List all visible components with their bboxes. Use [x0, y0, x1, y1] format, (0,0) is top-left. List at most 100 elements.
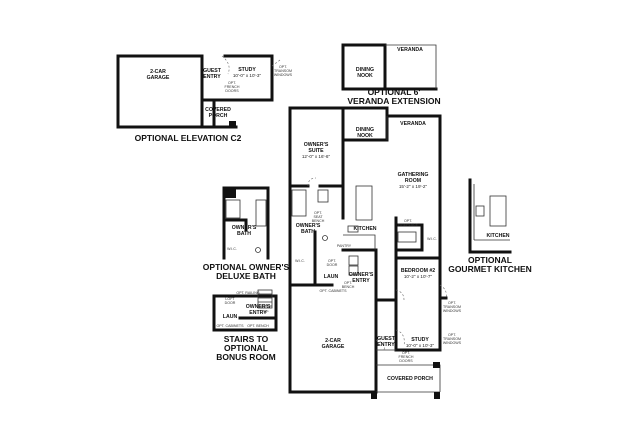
deluxe-shower-block: [224, 188, 236, 198]
stairs-up-label: UP: [264, 310, 270, 314]
elevation-c2-plan: 2-CAR GARAGE GUEST ENTRY STUDY 10'-0" x …: [116, 54, 293, 143]
stairs-railing-label: OPT. RAILING: [236, 291, 260, 295]
gathering-label: GATHERING: [398, 172, 429, 178]
veranda-ext-nook-label: DINING: [356, 67, 374, 73]
opt-seat-label: OPT.: [314, 211, 322, 215]
caption-stairs-1: STAIRS TO: [224, 334, 269, 344]
main-entry-walls: [341, 248, 378, 302]
deluxe-bath-walls: [222, 186, 270, 260]
veranda-label: VERANDA: [400, 121, 426, 127]
deluxe-bath-plan: OWNER'S BATH W.I.C. OPTIONAL OWNER'S DEL…: [203, 186, 290, 281]
french-label-2: FRENCH: [399, 355, 414, 359]
opt-fireplace-fixture: [397, 231, 417, 243]
stairs-laun-label: LAUN: [223, 314, 238, 320]
study-dim: 10'-0" x 10'-3": [406, 343, 435, 348]
caption-kitchen-2: GOURMET KITCHEN: [448, 264, 532, 274]
veranda-ext-nook-label-2: NOOK: [357, 73, 373, 79]
study-label: STUDY: [411, 337, 429, 343]
deluxe-wic-label: W.I.C.: [227, 247, 237, 251]
stairs-tread-lines: [258, 293, 272, 307]
opt-cabinets-label: OPT. CABINETS: [320, 289, 348, 293]
bath-toilet: [322, 235, 328, 241]
stairs-treads: [257, 289, 273, 309]
main-study-walls: [394, 296, 442, 352]
gourmet-counter: [473, 184, 510, 241]
elevation-garage-walls: [116, 54, 238, 129]
transom2-label-3: WINDOWS: [443, 341, 462, 345]
opt-bench-label-2: BENCH: [342, 285, 355, 289]
owner-entry-label-2: ENTRY: [352, 278, 370, 284]
garage-label-2: GARAGE: [322, 344, 345, 350]
bedroom-label: BEDROOM #2: [401, 268, 435, 274]
elevation-study-label: STUDY: [238, 67, 256, 73]
suite-door-swing: [307, 177, 317, 187]
laundry-washer: [348, 255, 359, 266]
kitchen-counter: [343, 234, 376, 250]
elevation-opt-swing: [271, 59, 281, 67]
suite-label-2: SUITE: [308, 148, 324, 154]
elevation-transom-label-2: TRANSOM: [274, 69, 292, 73]
elevation-french-label: OPT.: [228, 81, 236, 85]
guest-entry-label: GUEST: [377, 336, 396, 342]
fireplace-label: OPT.: [404, 219, 412, 223]
porch-column-right: [434, 392, 440, 399]
deluxe-tub: [225, 199, 241, 219]
transom-label: OPT.: [448, 301, 456, 305]
deluxe-vanity: [255, 199, 267, 227]
porch-column-left: [371, 392, 377, 399]
stairs-loft-label: LOFT: [225, 297, 235, 301]
main-exterior-walls-left: [288, 106, 378, 394]
elevation-study-walls: [212, 54, 274, 102]
caption-stairs-2: OPTIONAL: [224, 343, 268, 353]
pantry-label: PANTRY: [337, 244, 352, 248]
caption-kitchen-1: OPTIONAL: [468, 255, 512, 265]
transom2-label-2: TRANSOM: [443, 337, 461, 341]
main-garage-right-wall: [374, 298, 398, 394]
elevation-guest-entry-label-2: ENTRY: [203, 74, 221, 80]
laundry-label: LAUN: [324, 274, 339, 280]
kitchen-label: KITCHEN: [353, 226, 376, 232]
gourmet-range: [475, 205, 485, 217]
gourmet-kitchen-label: KITCHEN: [486, 233, 509, 239]
guest-entry-swing: [375, 339, 385, 351]
stairs-plan: LOFT DOOR OPT. RAILING UP LAUN OWNER'S E…: [212, 289, 278, 362]
nook-label-2: NOOK: [357, 133, 373, 139]
caption-stairs-3: BONUS ROOM: [216, 352, 276, 362]
guest-entry-label-2: ENTRY: [377, 342, 395, 348]
nook-label: DINING: [356, 127, 374, 133]
caption-deluxe-2: DELUXE BATH: [216, 271, 276, 281]
main-floor-plan: OWNER'S SUITE 12'-0" x 16'-6" DINING NOO…: [288, 106, 462, 399]
owner-entry-label: OWNER'S: [349, 272, 374, 278]
bedroom-dim: 10'-2" x 10'-7": [404, 274, 433, 279]
kitchen-sink: [347, 225, 359, 233]
elevation-column: [229, 121, 236, 128]
french-label-3: DOORS: [399, 359, 413, 363]
veranda-extension-plan: VERANDA DINING NOOK OPTIONAL 6' VERANDA …: [341, 43, 441, 106]
caption-deluxe-1: OPTIONAL OWNER'S: [203, 262, 290, 272]
transom-label-2: TRANSOM: [443, 305, 461, 309]
bedroom-door-swing: [439, 284, 447, 299]
wic-label: W.I.C.: [295, 259, 305, 263]
elevation-transom-label-3: WINDOWS: [274, 73, 293, 77]
opt-door-label: OPT.: [328, 259, 336, 263]
gathering-label-2: ROOM: [405, 178, 421, 184]
elevation-study-dim: 10'-0" x 10'-3": [233, 73, 262, 78]
opt-seat-label-3: BENCH: [312, 219, 325, 223]
stairs-bench-label: OPT. BENCH: [247, 324, 269, 328]
elevation-garage-label: 2-CAR: [150, 69, 166, 75]
suite-label: OWNER'S: [304, 142, 329, 148]
elevation-porch-label: COVERED: [205, 107, 231, 113]
stairs-cabinets-label: OPT. CABINETS: [217, 324, 245, 328]
elevation-french-label-2: FRENCH: [225, 85, 240, 89]
deluxe-bath-label: OWNER'S: [232, 225, 257, 231]
owner-bath-label-2: BATH: [301, 229, 315, 235]
elevation-transom-label: OPT.: [279, 65, 287, 69]
suite-dim: 12'-0" x 16'-6": [302, 154, 331, 159]
caption-veranda-1: OPTIONAL 6': [368, 87, 421, 97]
elevation-french-label-3: DOORS: [225, 89, 239, 93]
kitchen-island: [355, 185, 373, 221]
garage-label: 2-CAR: [325, 338, 341, 344]
french-label: OPT.: [402, 351, 410, 355]
covered-porch-label: COVERED PORCH: [387, 376, 433, 382]
